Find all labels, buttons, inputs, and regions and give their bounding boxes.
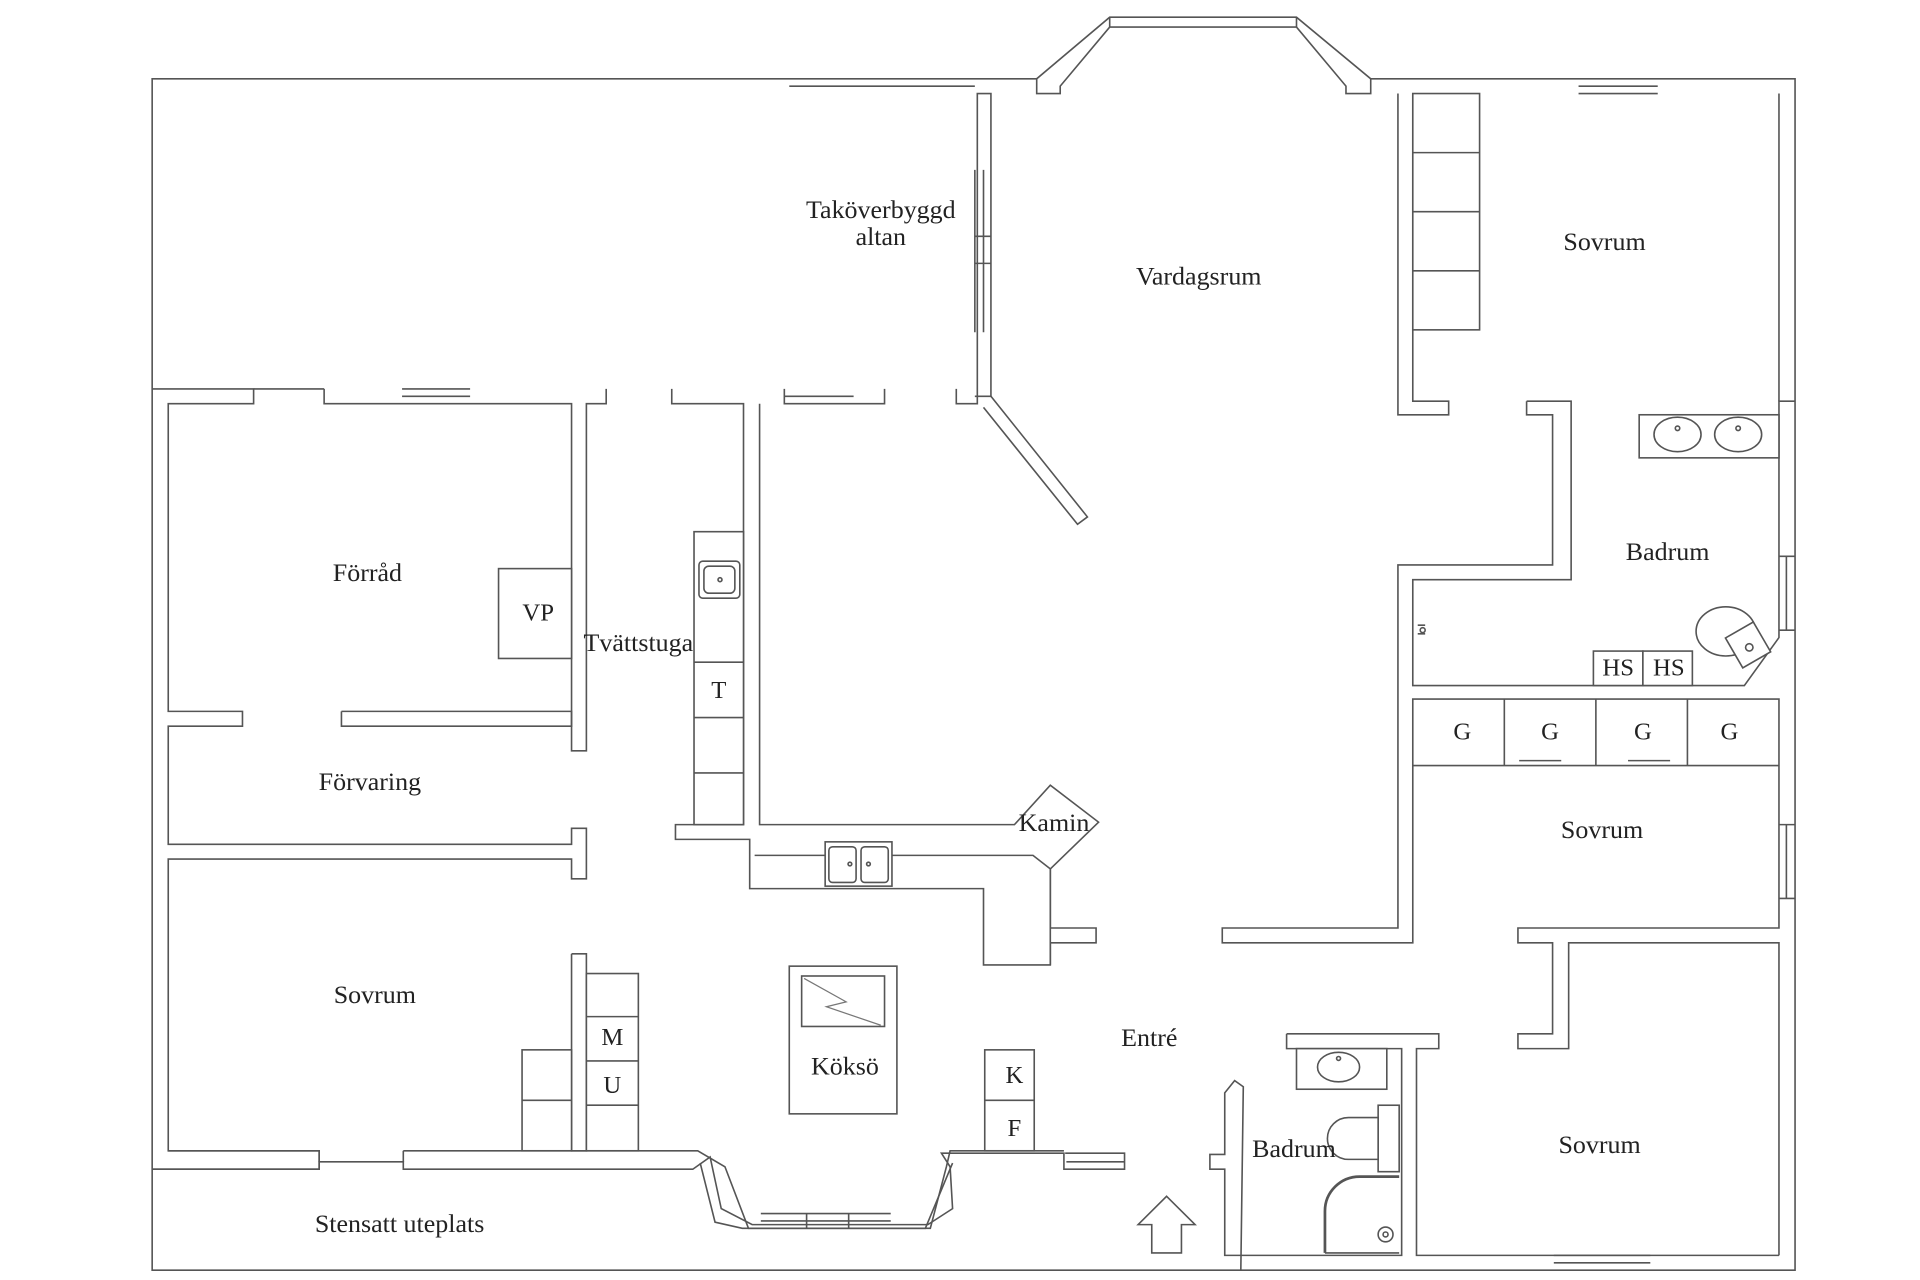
- label-hs-2: HS: [1653, 655, 1685, 682]
- label-vp: VP: [522, 599, 554, 626]
- label-u: U: [603, 1072, 621, 1099]
- label-forvaring: Förvaring: [319, 767, 421, 796]
- label-sovrum-left: Sovrum: [334, 980, 416, 1009]
- label-sovrum-bottom-right: Sovrum: [1558, 1130, 1640, 1159]
- fixtures: [497, 92, 1780, 1254]
- label-uteplats: Stensatt uteplats: [315, 1209, 485, 1238]
- label-badrum-small: Badrum: [1252, 1134, 1336, 1163]
- room-labels: Taköverbyggd altan Vardagsrum Sovrum För…: [315, 195, 1739, 1238]
- label-m: M: [601, 1024, 623, 1051]
- label-tvattstuga: Tvättstuga: [584, 628, 694, 657]
- entrance-arrow-icon: [1136, 1195, 1197, 1254]
- label-forrad: Förråd: [333, 558, 402, 587]
- label-g-1: G: [1453, 719, 1471, 746]
- label-hs-1: HS: [1602, 655, 1634, 682]
- label-k: K: [1006, 1062, 1024, 1089]
- label-koksoe: Köksö: [811, 1052, 879, 1081]
- label-altan-line2: altan: [856, 222, 907, 251]
- label-g-3: G: [1634, 719, 1652, 746]
- label-badrum-right: Badrum: [1626, 537, 1710, 566]
- label-sovrum-mid-right: Sovrum: [1561, 815, 1643, 844]
- label-entre: Entré: [1121, 1023, 1177, 1052]
- label-g-2: G: [1541, 719, 1559, 746]
- label-sovrum-top-right: Sovrum: [1563, 227, 1645, 256]
- label-g-4: G: [1721, 719, 1739, 746]
- label-kamin: Kamin: [1019, 808, 1090, 837]
- label-altan-line1: Taköverbyggd: [806, 195, 956, 224]
- interior-walls: [152, 92, 1796, 1271]
- label-t: T: [711, 677, 726, 704]
- outer-walls: [151, 16, 1796, 1271]
- label-f: F: [1008, 1115, 1022, 1142]
- label-vardagsrum: Vardagsrum: [1136, 261, 1262, 290]
